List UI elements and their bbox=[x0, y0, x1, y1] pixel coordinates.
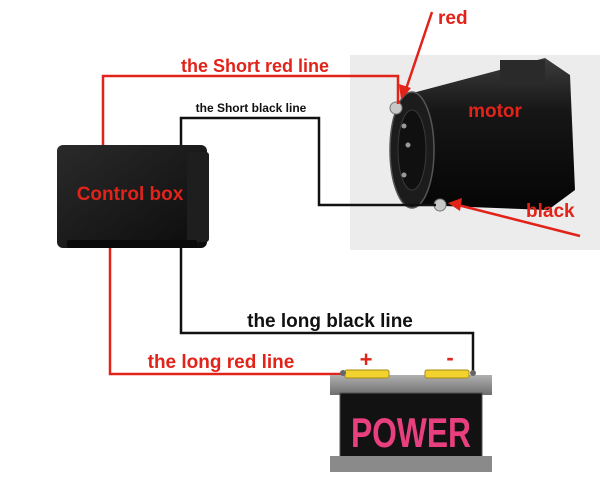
battery: POWER bbox=[330, 369, 492, 472]
short-black-wire bbox=[179, 116, 436, 207]
black-arrow-head bbox=[448, 198, 462, 211]
battery-right-post bbox=[470, 370, 476, 376]
motor-body bbox=[405, 58, 575, 210]
plus-label: + bbox=[360, 347, 373, 372]
negative-terminal bbox=[424, 369, 470, 379]
motor-end-ring bbox=[397, 109, 427, 191]
motor-screw-1 bbox=[401, 123, 407, 129]
motor-screw-3 bbox=[401, 172, 407, 178]
wires bbox=[101, 74, 475, 376]
motor-screw-2 bbox=[405, 142, 411, 148]
control-box-body bbox=[57, 145, 207, 248]
motor bbox=[389, 58, 575, 212]
battery-body bbox=[340, 393, 482, 458]
red-label: red bbox=[438, 8, 468, 29]
short-red-wire bbox=[101, 74, 400, 148]
black-arrow-line bbox=[457, 203, 581, 238]
power-label: POWER bbox=[351, 409, 471, 456]
battery-base bbox=[330, 456, 492, 472]
red-arrow-head bbox=[399, 84, 411, 100]
battery-top-plate bbox=[330, 375, 492, 395]
long-red-wire bbox=[108, 245, 343, 376]
red-arrow-line bbox=[403, 11, 434, 93]
short-red-line-label: the Short red line bbox=[181, 56, 329, 76]
motor-red-terminal bbox=[389, 101, 403, 115]
long-black-wire bbox=[179, 245, 475, 372]
control-box-base bbox=[67, 240, 197, 248]
control-box-label: Control box bbox=[77, 184, 184, 205]
control-box-side bbox=[187, 152, 209, 242]
black-label: black bbox=[526, 201, 575, 222]
battery-left-post bbox=[340, 370, 346, 376]
motor-label: motor bbox=[468, 101, 522, 122]
minus-label: - bbox=[446, 345, 453, 370]
short-black-line-label: the Short black line bbox=[196, 101, 307, 115]
long-red-line-label: the long red line bbox=[148, 352, 295, 373]
motor-shaft-housing bbox=[500, 60, 545, 85]
arrows bbox=[399, 11, 581, 238]
long-black-line-label: the long black line bbox=[247, 311, 413, 332]
control-box: Control box bbox=[57, 145, 209, 248]
